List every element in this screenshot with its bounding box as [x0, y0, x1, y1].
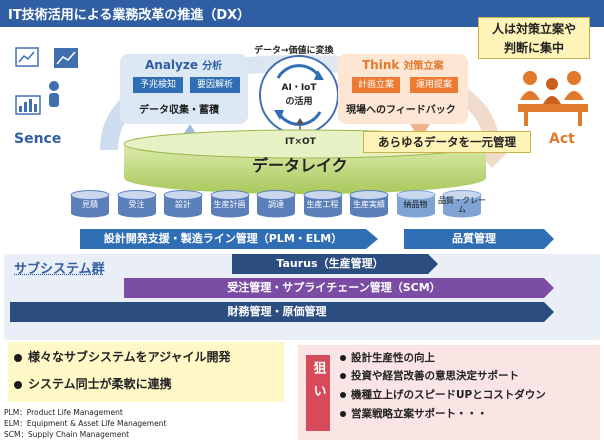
bullet-icon	[14, 380, 22, 389]
bullet-icon	[340, 355, 346, 361]
database-label: 受注	[128, 200, 145, 209]
think-caption: 現場へのフィードバック	[346, 105, 456, 116]
focus-callout-line2: 判断に集中	[503, 41, 564, 55]
act-label: Act	[549, 131, 575, 147]
abbr-scm: SCM：Supply Chain Management	[4, 430, 130, 439]
it-ot-label: IT×OT	[285, 137, 316, 147]
tag-root-cause: 要因解析	[190, 77, 240, 93]
database-label: 生産工程	[306, 200, 339, 209]
think-title: Think 対策立案	[362, 58, 444, 72]
database-label: 生産実績	[353, 200, 385, 209]
page-title: IT技術活用による業務改革の推進（DX）	[8, 8, 251, 23]
taurus-bar-shape	[232, 254, 438, 274]
analyze-caption: データ収集・蓄積	[139, 105, 219, 116]
database-icon	[210, 190, 249, 218]
plm-elm-bar: 設計開発支援・製造ライン管理（PLM・ELM）	[103, 232, 343, 245]
bullet-icon	[340, 411, 346, 417]
plm-elm-bar-shape	[80, 229, 378, 249]
database-icon	[303, 190, 342, 218]
abbr-elm: ELM：Equipment & Asset Life Management	[4, 419, 167, 428]
key-point-2: システム同士が柔軟に連携	[14, 375, 172, 392]
aims-panel	[298, 345, 600, 440]
meeting-icon	[518, 71, 588, 126]
tag-planning: 計画立案	[352, 77, 400, 93]
analyze-title: Analyze 分析	[145, 58, 223, 72]
database-label: 調達	[268, 200, 284, 209]
ai-iot-line2: の活用	[285, 97, 313, 107]
finance-bar: 財務管理・原価管理	[227, 305, 327, 318]
database-label: 品質・クレーム	[438, 196, 486, 214]
value-conversion-label: データ→価値に変換	[254, 46, 334, 56]
subsystem-heading: サブシステム群	[14, 262, 105, 277]
database-icon	[396, 190, 435, 218]
focus-callout-line1: 人は対策立案や	[491, 22, 576, 36]
abbr-plm: PLM：Product Life Management	[4, 408, 123, 417]
database-label: 納品物	[403, 200, 428, 209]
bullet-icon	[14, 353, 22, 362]
bullet-icon	[340, 373, 346, 379]
database-icon	[163, 190, 203, 218]
tag-operation-proposal: 運用提案	[410, 77, 458, 93]
key-points-box	[8, 342, 284, 402]
database-icon	[349, 190, 389, 218]
scm-bar-shape	[124, 278, 554, 298]
quality-bar: 品質管理	[452, 232, 496, 245]
data-lake-label: データレイク	[252, 156, 348, 175]
database-label: 生産計画	[213, 200, 246, 209]
sense-icons	[15, 47, 78, 115]
scm-bar: 受注管理・サプライチェーン管理（SCM）	[227, 281, 441, 294]
aim-item-2: 投資や経営改善の意思決定サポート	[340, 368, 519, 383]
database-icon	[256, 190, 296, 218]
database-icon	[70, 190, 110, 218]
quality-bar-shape	[404, 229, 554, 249]
cycle-arrows-icon	[274, 64, 324, 126]
focus-callout: 人は対策立案や 判断に集中	[478, 17, 590, 59]
database-label: 設計	[175, 200, 191, 209]
sense-label: Sence	[14, 131, 62, 147]
aim-item-3: 機種立上げのスピードUPとコストダウン	[340, 387, 546, 402]
tag-anomaly-detection: 予兆検知	[133, 77, 183, 93]
taurus-bar: Taurus（生産管理）	[276, 257, 384, 270]
ai-iot-line1: AI・IoT	[281, 83, 317, 93]
aim-item-1: 設計生産性の向上	[340, 350, 435, 365]
database-label: 見積	[82, 200, 98, 209]
bullet-icon	[340, 392, 346, 398]
database-icon	[442, 190, 482, 218]
aims-label: 狙い	[306, 355, 330, 431]
aim-item-4: 営業戦略立案サポート・・・	[340, 406, 488, 421]
key-point-1: 様々なサブシステムをアジャイル開発	[14, 348, 231, 365]
finance-bar-shape	[10, 302, 554, 322]
database-icon	[117, 190, 156, 218]
unify-data-callout: あらゆるデータを一元管理	[363, 131, 531, 153]
